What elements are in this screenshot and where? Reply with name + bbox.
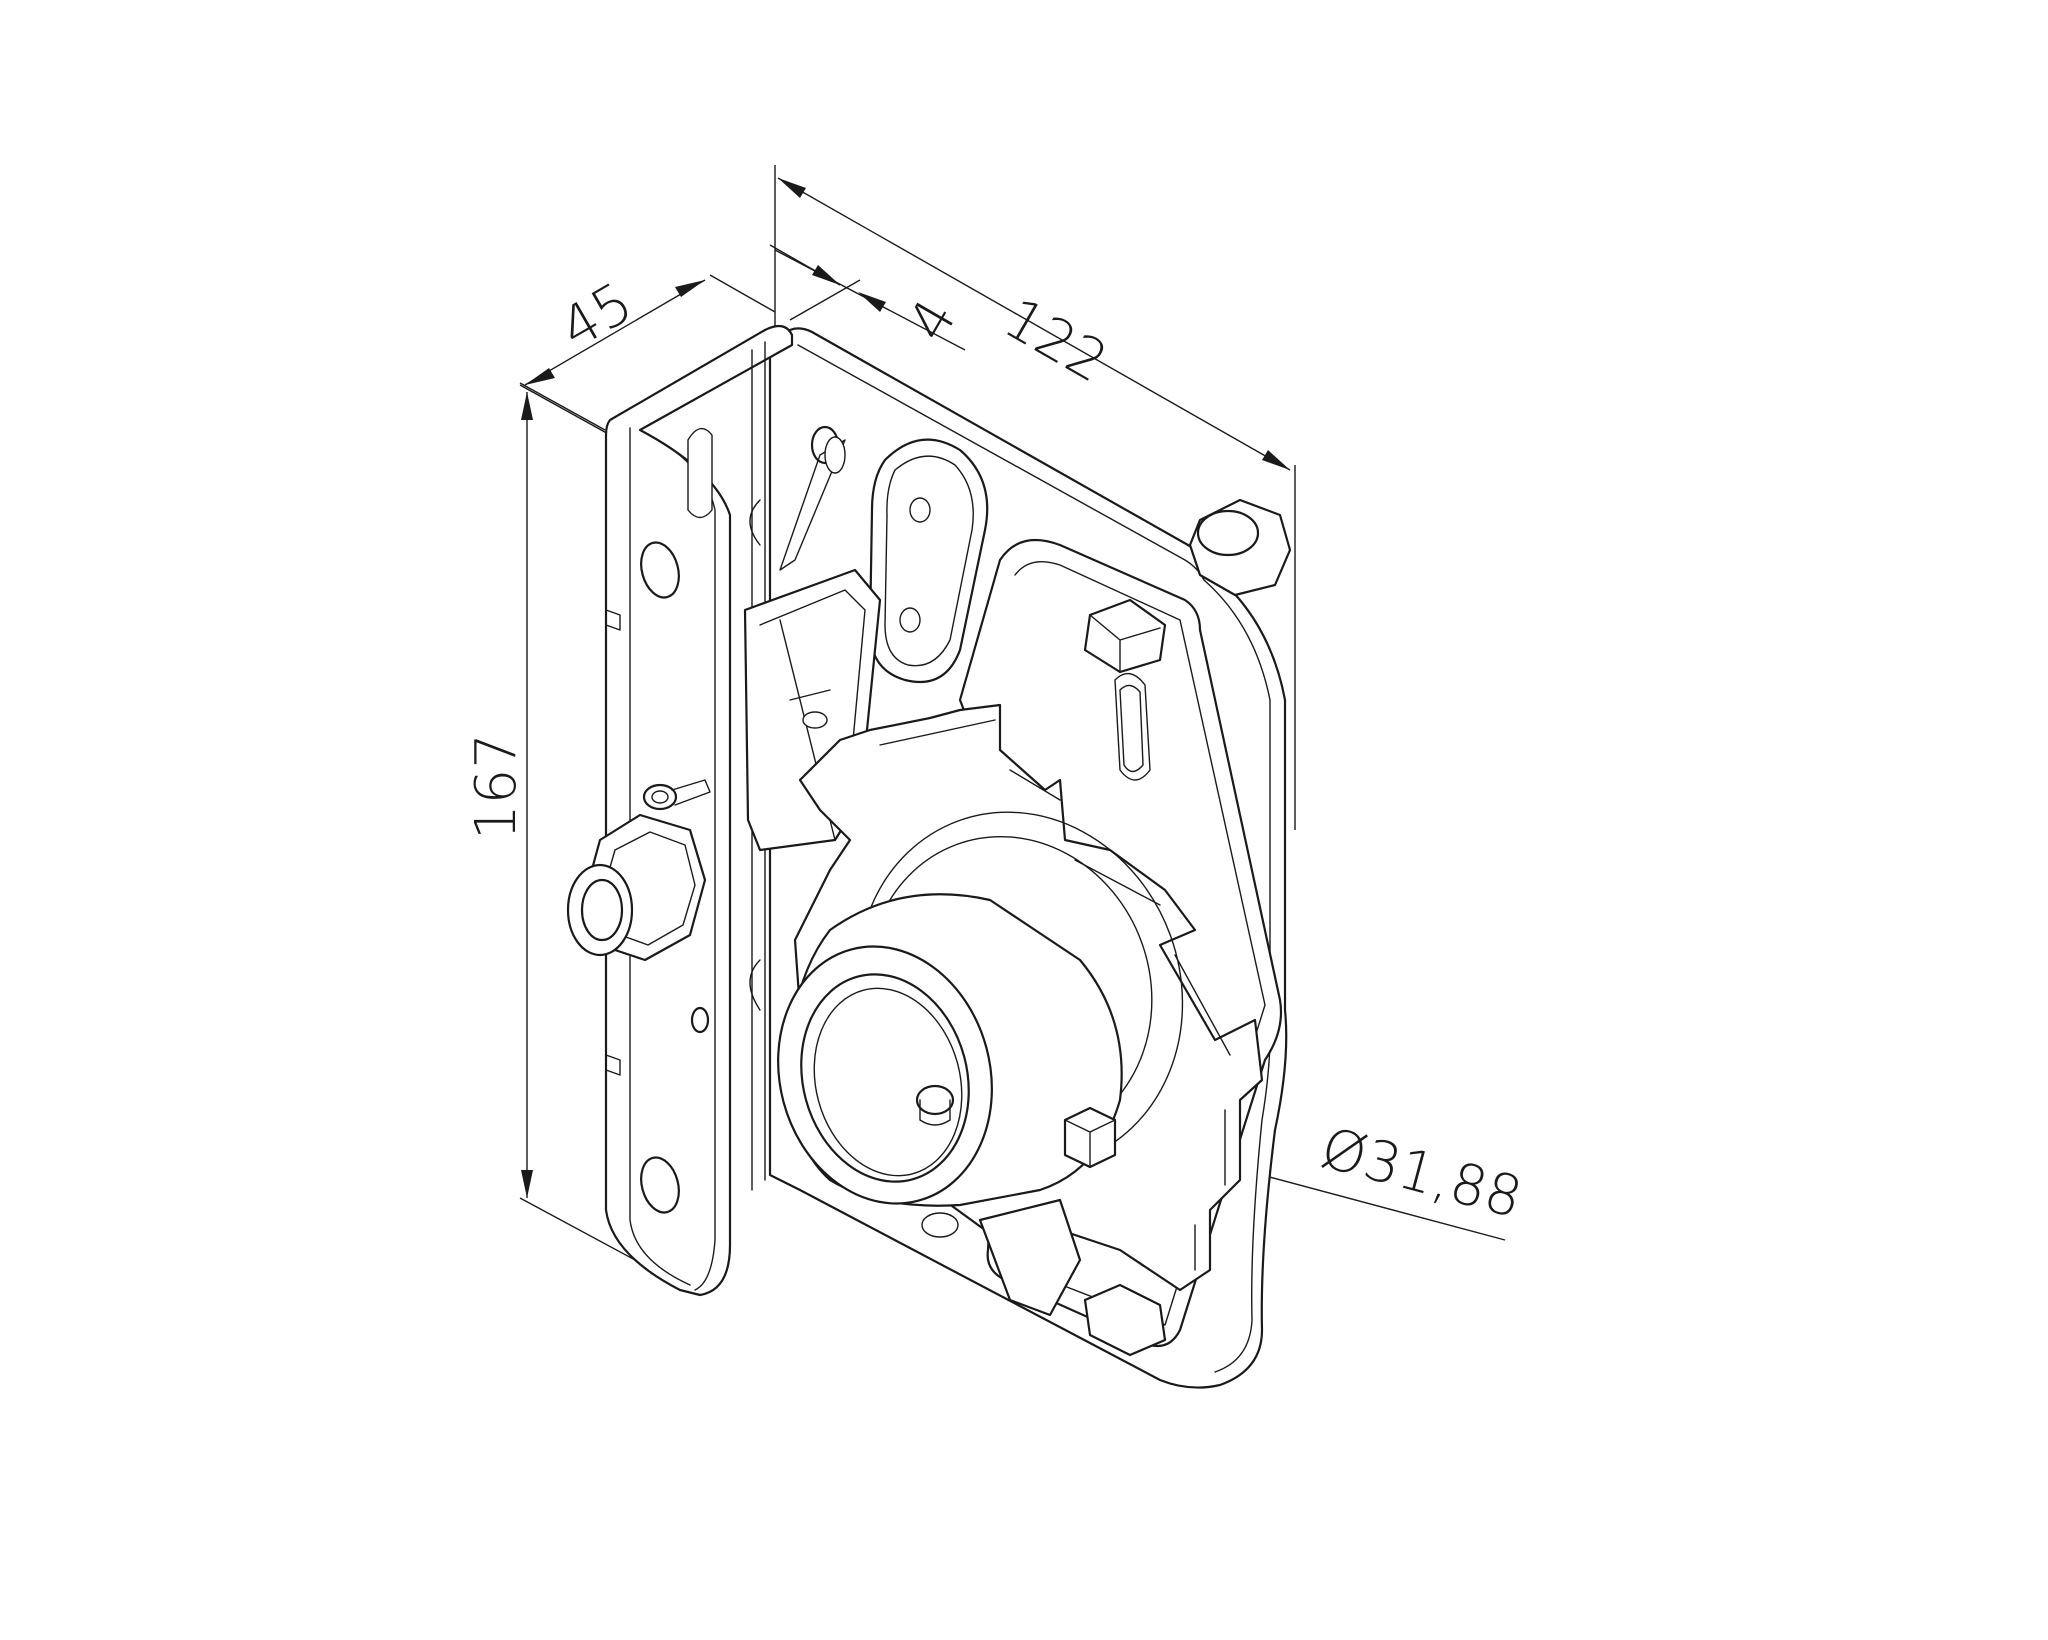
flange-nut (566, 779, 711, 962)
dimension-167: 167 (464, 384, 701, 1296)
dimension-bore-label: Ø31,88 (1314, 1116, 1528, 1232)
flange-hole-small (690, 1006, 710, 1034)
dimension-4-label: 4 (896, 289, 970, 352)
flange-hole-top (640, 541, 680, 599)
dimension-45-label: 45 (550, 270, 644, 362)
shaft-collar (777, 893, 1123, 1207)
dimension-122-label: 122 (993, 286, 1118, 396)
bottom-tab (978, 1198, 1082, 1317)
flange-slot (687, 427, 713, 519)
corner-bolt (1188, 498, 1292, 597)
bracket-part (566, 324, 1292, 1389)
flange-hole-bottom (640, 1156, 680, 1214)
oval-boss (868, 438, 989, 684)
dimension-167-label: 167 (464, 733, 529, 840)
